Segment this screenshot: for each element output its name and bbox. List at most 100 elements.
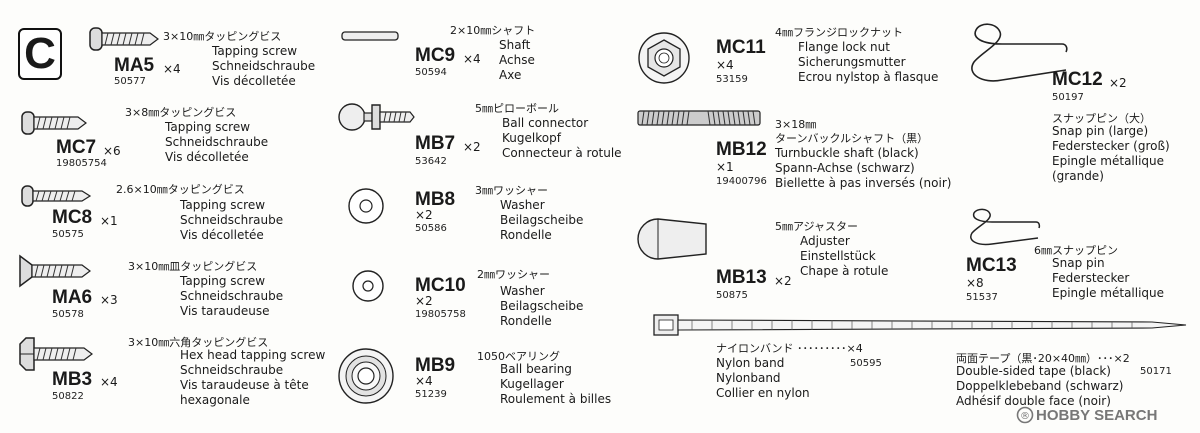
desc-line: Chape à rotule (800, 264, 889, 278)
desc-line: Tapping screw (165, 120, 251, 134)
desc-line: Federstecker (1052, 271, 1130, 285)
desc-line: Connecteur à rotule (502, 146, 622, 160)
part-code: MB13 (716, 267, 767, 288)
desc-line: Rondelle (500, 228, 552, 242)
part-number: 53642 (415, 156, 447, 167)
part-desc: Ball bearing Kugellager Roulement à bill… (500, 362, 611, 407)
part-number: 50822 (52, 391, 84, 402)
desc-line: Ball connector (502, 116, 589, 130)
part-desc: Snap pin Federstecker Epingle métallique (1052, 256, 1164, 301)
part-jp: 4㎜フランジロックナット (775, 26, 903, 39)
part-qty: ×2 (415, 208, 433, 222)
hex-screw-mb3-icon (19, 337, 93, 371)
part-jp: 3㎜ワッシャー (475, 184, 548, 197)
desc-line: Vis taraudeuse à tête (180, 378, 309, 392)
desc-line: Ball bearing (500, 362, 572, 376)
nylon-band-jp: ナイロンバンド ･････････×4 (716, 342, 863, 355)
part-jp: スナップピン（大） (1052, 112, 1151, 125)
part-qty: ×4 (415, 374, 433, 388)
part-desc: Washer Beilagscheibe Rondelle (500, 284, 583, 329)
part-code: MB8 (415, 189, 456, 210)
desc-line: Spann-Achse (schwarz) (775, 161, 915, 175)
desc-line: Adhésif double face (noir) (956, 394, 1111, 408)
part-desc: Tapping screw Schneidschraube Vis décoll… (212, 44, 315, 89)
part-number: 19805758 (415, 309, 466, 320)
desc-line: Vis décolletée (212, 74, 296, 88)
desc-line: Beilagscheibe (500, 299, 584, 313)
part-qty: ×4 (716, 58, 734, 72)
desc-line: Tapping screw (180, 274, 266, 288)
desc-line: Schneidschraube (180, 213, 284, 227)
part-number: 51537 (966, 292, 998, 303)
part-qty: ×1 (716, 160, 734, 174)
part-jp: 3×10㎜六角タッピングビス (128, 336, 269, 349)
part-number: 50575 (52, 229, 84, 240)
desc-line: Axe (499, 68, 522, 82)
desc-line: Schneidschraube (180, 363, 284, 377)
desc-line: Beilagscheibe (500, 213, 584, 227)
part-desc: Tapping screw Schneidschraube Vis décoll… (165, 120, 268, 165)
part-code: MB3 (52, 369, 93, 390)
part-desc: Flange lock nut Sicherungsmutter Ecrou n… (798, 40, 938, 85)
desc-line: Washer (500, 284, 545, 298)
part-number: 51239 (415, 389, 447, 400)
tapping-screw-mc8-icon (21, 185, 92, 207)
part-qty: ×8 (966, 276, 984, 290)
desc-line: Snap pin (large) (1052, 124, 1149, 138)
desc-line: Tapping screw (180, 198, 266, 212)
ball-connector-icon (338, 103, 415, 131)
part-number: 53159 (716, 74, 748, 85)
part-number: 50197 (1052, 92, 1084, 103)
shaft-icon (341, 31, 399, 41)
desc-line: Achse (499, 53, 535, 67)
desc-line: Tapping screw (212, 44, 298, 58)
tapping-screw-mc7-icon (21, 111, 87, 135)
part-number: 50594 (415, 67, 447, 78)
part-qty: ×1 (100, 214, 118, 228)
watermark-logo-icon: ® (1016, 406, 1034, 424)
part-code: MB12 (716, 139, 767, 160)
part-desc: Turnbuckle shaft (black) Spann-Achse (sc… (775, 146, 951, 191)
desc-line: Epingle métallique (1052, 286, 1165, 300)
washer-mb8-icon (348, 188, 384, 224)
part-desc: Washer Beilagscheibe Rondelle (500, 198, 583, 243)
desc-line: Hex head tapping screw (180, 348, 326, 362)
snap-pin-icon (970, 208, 1041, 246)
desc-line: Kugelkopf (502, 131, 561, 145)
part-jp: 5㎜アジャスター (775, 220, 859, 233)
part-qty: ×2 (774, 274, 792, 288)
part-jp: 2.6×10㎜タッピングビス (116, 183, 245, 196)
part-desc: Ball connector Kugelkopf Connecteur à ro… (502, 116, 622, 161)
part-jp: 6㎜スナップピン (1034, 244, 1118, 257)
tapping-screw-ma5-icon (89, 27, 159, 51)
part-jp: 3×8㎜タッピングビス (125, 106, 237, 119)
desc-line: Biellette à pas inversés (noir) (775, 176, 952, 190)
desc-line: Doppelklebeband (schwarz) (956, 379, 1124, 393)
part-code: MC9 (415, 45, 456, 66)
desc-line: Ecrou nylstop à flasque (798, 70, 939, 84)
part-qty: ×2 (463, 140, 481, 154)
desc-line: Sicherungsmutter (798, 55, 906, 69)
desc-line: Snap pin (1052, 256, 1105, 270)
part-jp: 3×18㎜ (775, 118, 817, 131)
desc-line: Double-sided tape (black) (956, 364, 1111, 378)
part-jp: 3×10㎜皿タッピングビス (128, 260, 258, 273)
desc-line: Washer (500, 198, 545, 212)
desc-line: Vis décolletée (180, 228, 264, 242)
part-number: 19805754 (56, 158, 107, 169)
desc-line: Schneidschraube (180, 289, 284, 303)
desc-line: Schneidschraube (212, 59, 316, 73)
part-qty: ×2 (415, 294, 433, 308)
desc-line: Einstellstück (800, 249, 876, 263)
part-code: MC7 (56, 137, 97, 158)
ball-bearing-icon (338, 348, 394, 404)
part-qty: ×4 (100, 375, 118, 389)
tape-desc: Double-sided tape (black) Doppelklebeban… (956, 364, 1123, 409)
part-code: MA6 (52, 287, 93, 308)
desc-line: hexagonale (180, 393, 250, 407)
part-code: MA5 (114, 55, 155, 76)
part-desc: Tapping screw Schneidschraube Vis taraud… (180, 274, 283, 319)
part-code: MC8 (52, 207, 93, 228)
countersunk-screw-ma6-icon (19, 254, 91, 288)
